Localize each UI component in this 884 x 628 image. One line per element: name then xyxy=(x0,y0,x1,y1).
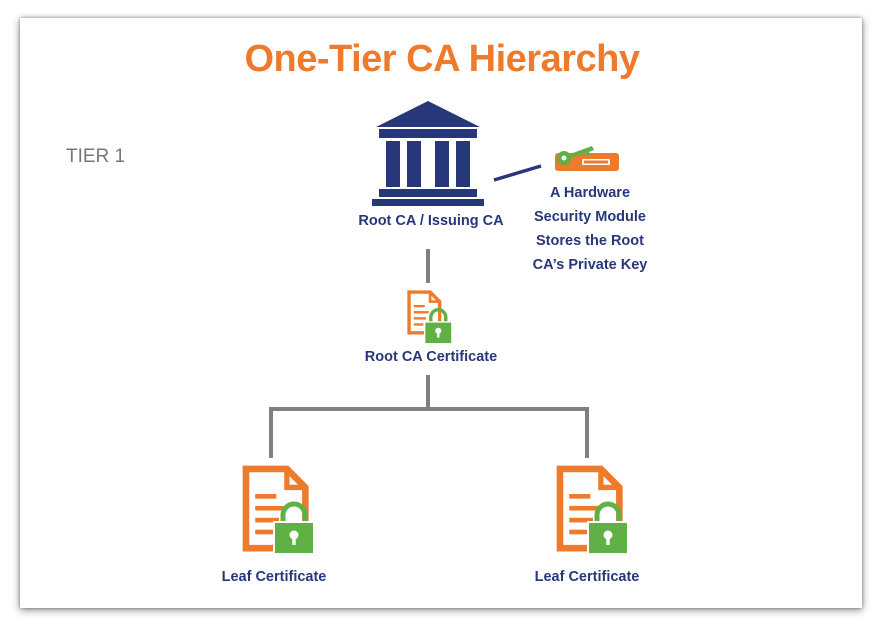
leaf-certificate-label: Leaf Certificate xyxy=(221,569,327,585)
leaf-certificate-label: Leaf Certificate xyxy=(534,569,640,585)
diagram-title: One-Tier CA Hierarchy xyxy=(244,38,640,80)
hsm-description-line: Security Module xyxy=(534,209,646,225)
certificate-lock-icon xyxy=(560,469,628,554)
bank-building-icon xyxy=(372,101,484,206)
certificate-lock-icon xyxy=(246,469,314,554)
branch-connector xyxy=(269,375,589,458)
certificate-lock-icon xyxy=(407,290,454,346)
root-ca-certificate-label: Root CA Certificate xyxy=(364,349,498,365)
hsm-description-line: A Hardware xyxy=(549,185,631,201)
hsm-device-icon xyxy=(555,146,619,171)
root-ca-label: Root CA / Issuing CA xyxy=(358,213,504,229)
hsm-description: A Hardware Security Module Stores the Ro… xyxy=(520,181,660,277)
hsm-description-line: Stores the Root xyxy=(536,233,644,249)
hsm-description-line: CA’s Private Key xyxy=(532,257,648,273)
hsm-connector-line xyxy=(493,164,542,182)
tier-label: TIER 1 xyxy=(66,146,126,167)
